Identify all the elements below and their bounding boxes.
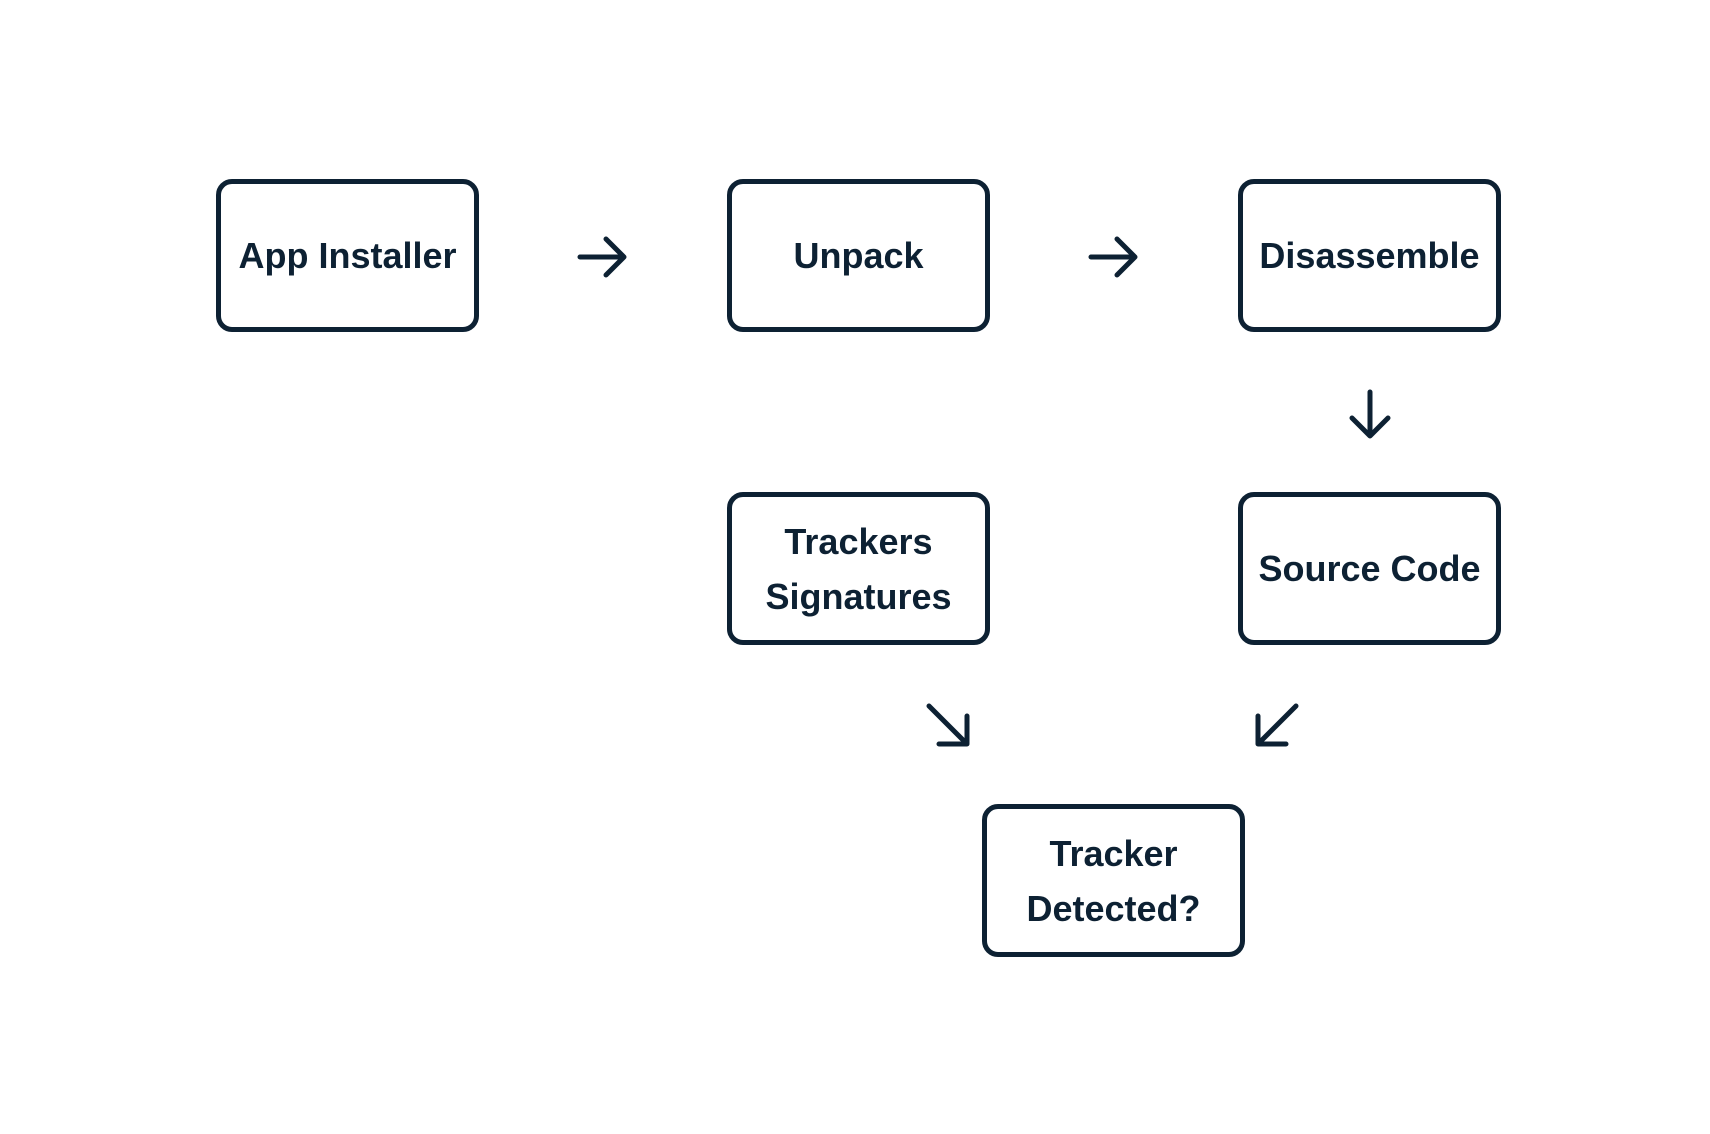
arrow-down-icon — [1340, 386, 1400, 446]
node-label: Unpack — [793, 235, 924, 276]
node-app-installer: App Installer — [216, 179, 479, 332]
node-label: Disassemble — [1259, 235, 1480, 276]
node-source-code: Source Code — [1238, 492, 1501, 645]
node-trackers-signatures: Trackers Signatures — [727, 492, 990, 645]
arrow-down-right-icon — [917, 696, 977, 756]
arrow-down-left-icon — [1248, 696, 1308, 756]
node-label: App Installer — [238, 235, 457, 276]
arrow-right-icon — [572, 227, 632, 287]
node-label: Source Code — [1258, 548, 1481, 589]
arrow-right-icon — [1083, 227, 1143, 287]
node-label: Tracker Detected? — [1026, 832, 1201, 929]
node-label: Trackers Signatures — [765, 520, 952, 617]
node-disassemble: Disassemble — [1238, 179, 1501, 332]
node-tracker-detected: Tracker Detected? — [982, 804, 1245, 957]
node-unpack: Unpack — [727, 179, 990, 332]
